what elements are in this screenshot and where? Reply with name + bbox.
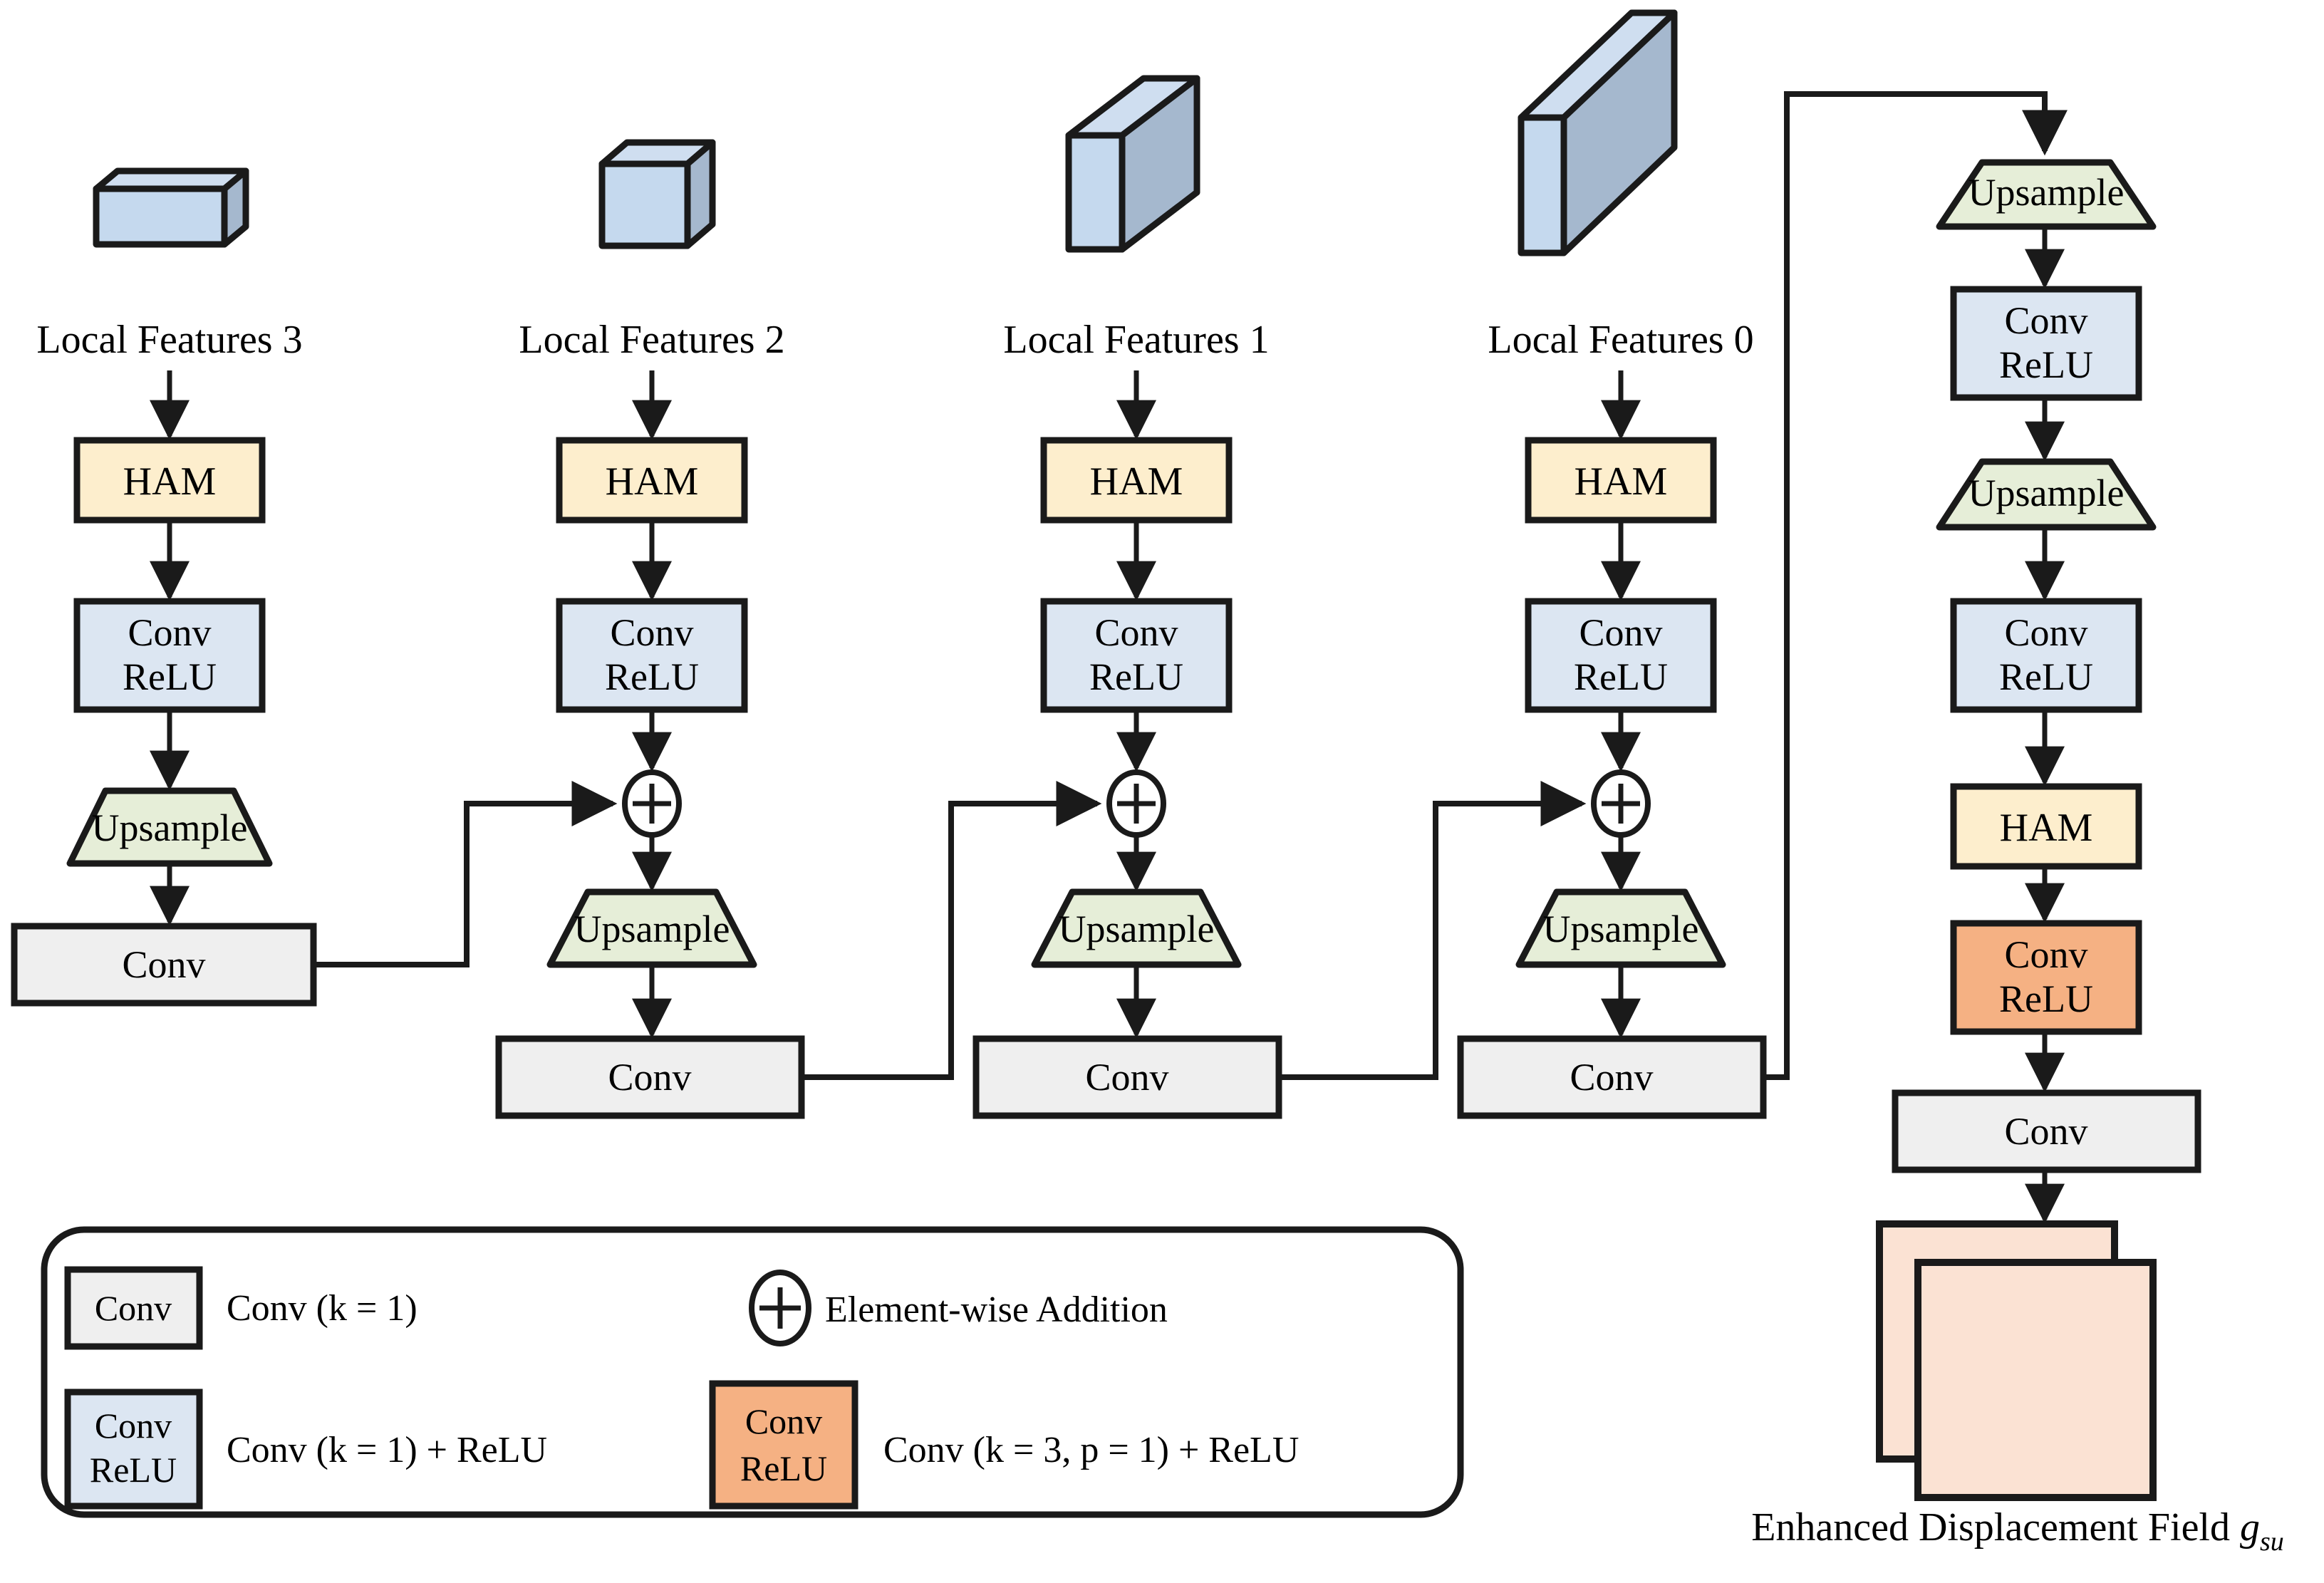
upsample-block-1[interactable]	[1031, 888, 1242, 968]
output-caption: Enhanced Displacement Field gsu	[1751, 1505, 2284, 1557]
output-caption-text: Enhanced Displacement Field	[1751, 1505, 2230, 1550]
decoder-conv-relu-block-1[interactable]	[1950, 286, 2142, 401]
output-displacement-field	[1876, 1220, 2157, 1501]
conv-block-3[interactable]	[11, 923, 317, 1007]
decoder-conv-block[interactable]	[1892, 1089, 2201, 1173]
output-caption-subscript: su	[2260, 1527, 2284, 1557]
legend-chip-conv-relu-line2: ReLU	[90, 1450, 177, 1490]
feature-block-1	[1065, 75, 1200, 253]
legend-chip-conv-relu-orange	[709, 1380, 858, 1510]
upsample-block-2[interactable]	[546, 888, 757, 968]
decoder-conv-relu-orange-label-line1: Conv	[2004, 933, 2087, 976]
decoder-conv-relu-block-1-label-line2: ReLU	[1999, 343, 2093, 386]
decoder-upsample-block-1-label: Upsample	[1968, 171, 2125, 214]
column-3: HAM Conv ReLU Upsample Conv	[11, 437, 317, 1007]
conv-relu-block-0[interactable]	[1525, 598, 1717, 713]
feature-label-3: Local Features 3	[36, 318, 302, 362]
output-plane-front	[1914, 1259, 2157, 1501]
conv-relu-block-3-label-line2: ReLU	[123, 655, 217, 698]
conv-block-3-label: Conv	[122, 943, 205, 986]
legend-label-conv-k3-relu: Conv (k = 3, p = 1) + ReLU	[883, 1430, 1299, 1470]
ham-block-1[interactable]	[1040, 437, 1233, 524]
legend-chip-conv-relu	[64, 1389, 203, 1510]
upsample-block-0-label: Upsample	[1543, 908, 1699, 950]
conv-block-0[interactable]	[1457, 1035, 1767, 1119]
ham-block-2-label: HAM	[606, 460, 699, 504]
legend-panel: Conv Conv (k = 1) Element-wise Addition …	[41, 1226, 1464, 1518]
upsample-block-3[interactable]	[66, 787, 273, 867]
conv-relu-block-1-label-line1: Conv	[1094, 611, 1178, 654]
legend-chip-conv-label: Conv	[95, 1288, 172, 1328]
decoder-conv-relu-block-2-label-line2: ReLU	[1999, 655, 2093, 698]
decoder-upsample-block-2-label: Upsample	[1968, 472, 2125, 514]
feature-label-0: Local Features 0	[1488, 318, 1753, 362]
legend-label-conv-k1: Conv (k = 1)	[227, 1288, 417, 1329]
column-2: HAM Conv ReLU Upsample Conv	[495, 437, 805, 1119]
upsample-block-2-label: Upsample	[574, 908, 730, 950]
conv-relu-block-3-label-line1: Conv	[128, 611, 211, 654]
legend-chip-conv-relu-orange-line2: ReLU	[740, 1448, 827, 1488]
ham-block-0-label: HAM	[1575, 460, 1668, 504]
conv-block-2[interactable]	[495, 1035, 805, 1119]
conv-block-1-label: Conv	[1085, 1056, 1168, 1099]
feature-block-0	[1518, 9, 1678, 256]
skip-conv3-to-add2	[313, 781, 618, 967]
upsample-block-1-label: Upsample	[1059, 908, 1215, 950]
decoder-conv-relu-block-1-label-line1: Conv	[2004, 299, 2087, 342]
legend-chip-conv	[64, 1266, 203, 1350]
legend-chip-conv-relu-line1: Conv	[95, 1406, 172, 1446]
decoder-ham-block[interactable]	[1950, 783, 2142, 870]
skip-conv1-to-add0	[1279, 781, 1587, 1080]
column-0: HAM Conv ReLU Upsample Conv	[1457, 437, 1767, 1119]
legend-chip-conv-relu-orange-line1: Conv	[745, 1401, 822, 1441]
upsample-block-0[interactable]	[1515, 888, 1726, 968]
conv-relu-block-0-label-line1: Conv	[1579, 611, 1662, 654]
column-1: HAM Conv ReLU Upsample Conv	[972, 437, 1282, 1119]
decoder-conv-relu-block-2-label-line1: Conv	[2004, 611, 2087, 654]
conv-relu-block-2[interactable]	[556, 598, 748, 713]
ham-block-1-label: HAM	[1090, 460, 1183, 504]
decoder-conv-relu-orange-label-line2: ReLU	[1999, 977, 2093, 1020]
output-caption-symbol: g	[2240, 1505, 2260, 1550]
conv-block-1[interactable]	[972, 1035, 1282, 1119]
upsample-block-3-label: Upsample	[92, 806, 248, 849]
conv-block-0-label: Conv	[1570, 1056, 1653, 1099]
conv-block-2-label: Conv	[608, 1056, 691, 1099]
conv-relu-block-1-label-line2: ReLU	[1089, 655, 1183, 698]
conv-relu-block-2-label-line2: ReLU	[605, 655, 699, 698]
feature-block-3	[93, 167, 249, 248]
legend-border	[41, 1226, 1464, 1518]
feature-label-1: Local Features 1	[1003, 318, 1269, 362]
conv-relu-block-1[interactable]	[1040, 598, 1233, 713]
decoder-upsample-block-1[interactable]	[1936, 159, 2157, 230]
feature-label-2: Local Features 2	[519, 318, 784, 362]
skip-conv0-to-decoder	[1763, 91, 2068, 1080]
conv-relu-block-0-label-line2: ReLU	[1574, 655, 1668, 698]
decoder-column: Upsample Conv ReLU Upsample Conv ReLU HA…	[1892, 159, 2201, 1224]
decoder-conv-block-label: Conv	[2004, 1110, 2087, 1153]
ham-block-3-label: HAM	[123, 460, 217, 504]
decoder-upsample-block-2[interactable]	[1936, 458, 2157, 531]
decoder-ham-block-label: HAM	[2000, 806, 2093, 850]
legend-label-conv-k1-relu: Conv (k = 1) + ReLU	[227, 1430, 547, 1470]
skip-conv2-to-add1	[802, 781, 1102, 1080]
feature-block-2	[598, 139, 716, 249]
conv-relu-block-2-label-line1: Conv	[610, 611, 693, 654]
legend-label-elementwise: Element-wise Addition	[825, 1289, 1168, 1330]
